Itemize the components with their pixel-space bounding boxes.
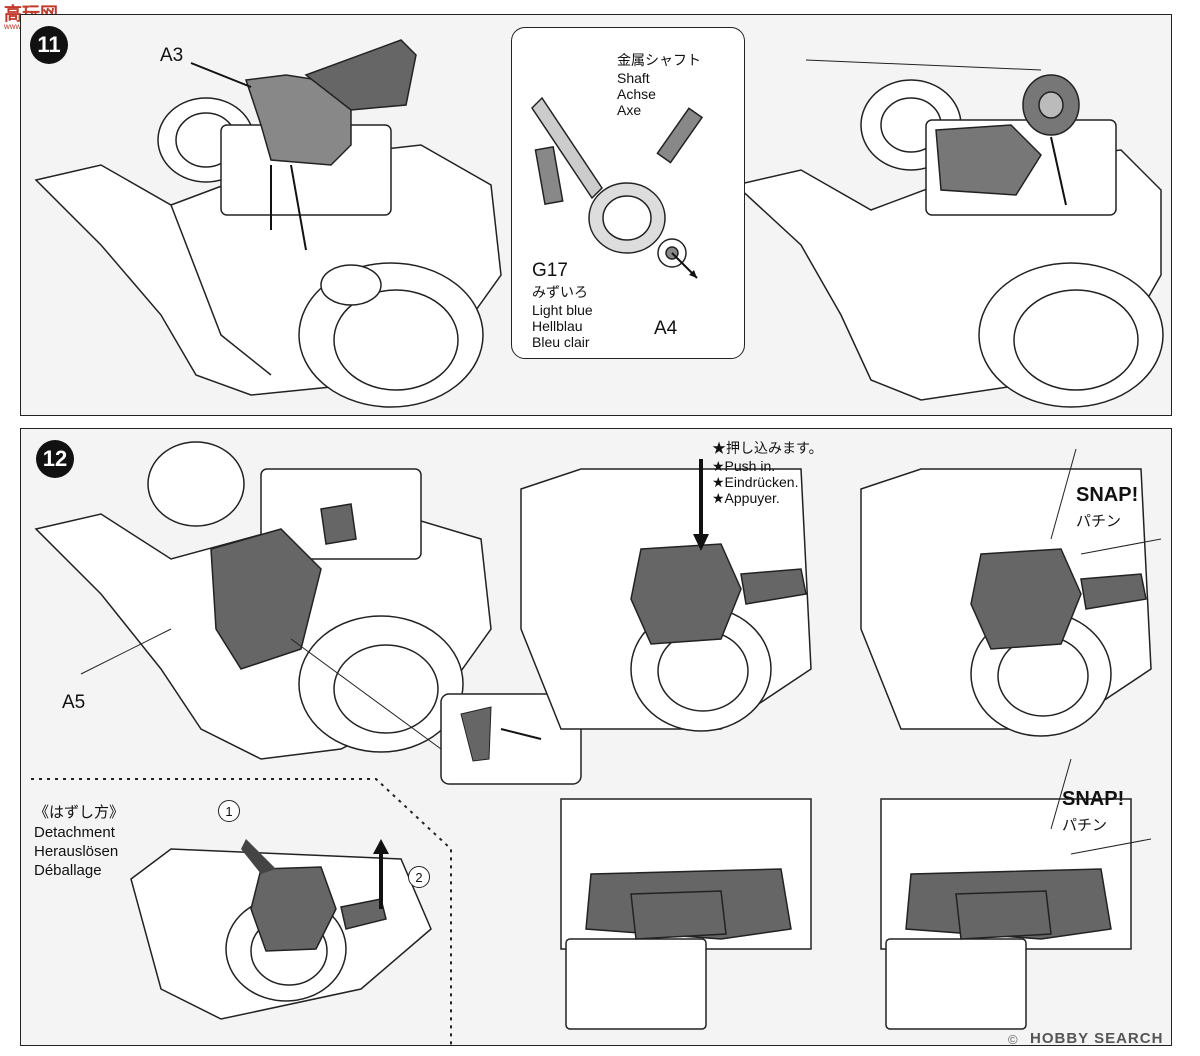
detach-step-2-badge: 2: [408, 866, 430, 888]
detach-title-en: Detachment: [34, 824, 115, 841]
push-in-de: ★Eindrücken.: [712, 474, 799, 490]
footer-hobby-search-logo: HOBBY SEARCH: [1030, 1030, 1164, 1047]
shaft-gear-illustration: [531, 96, 704, 279]
push-in-en: ★Push in.: [712, 458, 776, 474]
shaft-label-en: Shaft: [617, 70, 650, 86]
shaft-label-fr: Axe: [617, 102, 642, 118]
gear-color-en: Light blue: [532, 302, 593, 318]
part-label-a3: A3: [160, 45, 184, 66]
step-12-panel: [20, 428, 1172, 1046]
step-12-number: 12: [36, 440, 74, 478]
inset-box-shaft-gear: 金属シャフト Shaft Achse Axe G17 みずいろ Light bl…: [511, 27, 745, 359]
shaft-label-de: Achse: [617, 86, 656, 102]
shaft-label-jp: 金属シャフト: [617, 52, 701, 68]
step-11-illustration: [34, 39, 1164, 408]
push-in-jp: ★押し込みます。: [712, 440, 823, 456]
detach-step-1-badge: 1: [218, 800, 240, 822]
push-in-fr: ★Appuyer.: [712, 490, 780, 506]
step-11-panel: 金属シャフト Shaft Achse Axe G17 みずいろ Light bl…: [20, 14, 1172, 416]
part-label-a4: A4: [654, 318, 678, 339]
snap-label-top: SNAP!: [1076, 484, 1139, 506]
detach-title-de: Herauslösen: [34, 843, 119, 860]
gear-color-de: Hellblau: [532, 318, 583, 334]
snap-label-bottom: SNAP!: [1062, 788, 1125, 810]
part-label-a5: A5: [62, 692, 86, 713]
snap-jp-top: パチン: [1076, 513, 1122, 530]
detach-title-jp: 《はずし方》: [34, 804, 125, 821]
gear-color-jp: みずいろ: [532, 284, 588, 300]
footer-copyright: ©: [1008, 1032, 1018, 1047]
detach-title-fr: Déballage: [34, 862, 102, 879]
step-12-illustration: [31, 441, 1162, 1045]
gear-id-g17: G17: [532, 260, 568, 281]
snap-jp-bottom: パチン: [1062, 817, 1108, 834]
gear-color-fr: Bleu clair: [532, 334, 590, 350]
step-11-number: 11: [30, 26, 68, 64]
